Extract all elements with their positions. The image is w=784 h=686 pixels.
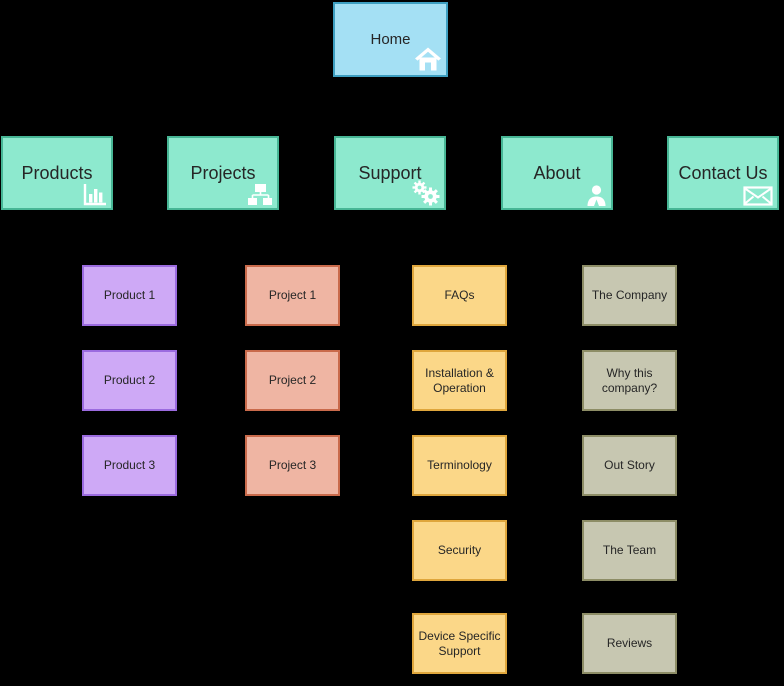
node-products-label: Products [21,162,93,183]
person-icon [587,185,606,206]
node-product-1-label: Product 1 [103,288,156,302]
node-why-this-company-label: Why this company? [601,365,658,395]
node-the-team-label: The Team [602,543,657,557]
node-out-story[interactable]: Out Story [582,435,677,496]
node-device-specific-support-label: Device Specific Support [418,628,501,658]
node-about-label: About [533,162,581,183]
gears-icon [412,180,440,206]
node-security-label: Security [437,543,482,557]
node-projects[interactable]: Projects [167,136,279,210]
node-projects-label: Projects [190,162,256,183]
node-the-company-label: The Company [591,288,668,302]
node-contact-us-label: Contact Us [678,162,768,183]
node-support-label: Support [358,162,422,183]
node-product-3[interactable]: Product 3 [82,435,177,496]
node-contact-us[interactable]: Contact Us [667,136,779,210]
node-terminology-label: Terminology [427,458,492,472]
node-products[interactable]: Products [1,136,113,210]
node-project-2-label: Project 2 [268,373,317,387]
bar-chart-icon [83,184,106,206]
node-faqs-label: FAQs [444,288,475,302]
node-installation-operation[interactable]: Installation & Operation [412,350,507,411]
node-project-3-label: Project 3 [268,458,317,472]
node-the-team[interactable]: The Team [582,520,677,581]
node-security[interactable]: Security [412,520,507,581]
node-reviews[interactable]: Reviews [582,613,677,674]
node-out-story-label: Out Story [604,458,655,472]
node-about[interactable]: About [501,136,613,210]
node-support[interactable]: Support [334,136,446,210]
node-project-2[interactable]: Project 2 [245,350,340,411]
node-faqs[interactable]: FAQs [412,265,507,326]
node-reviews-label: Reviews [606,636,653,650]
node-device-specific-support[interactable]: Device Specific Support [412,613,507,674]
node-project-1[interactable]: Project 1 [245,265,340,326]
envelope-icon [743,186,773,206]
node-project-1-label: Project 1 [268,288,317,302]
node-project-3[interactable]: Project 3 [245,435,340,496]
node-installation-operation-label: Installation & Operation [425,365,494,395]
node-product-3-label: Product 3 [103,458,156,472]
node-home[interactable]: Home [333,2,448,77]
node-product-2-label: Product 2 [103,373,156,387]
sitemap-icon [248,184,272,205]
home-icon [415,47,441,71]
node-terminology[interactable]: Terminology [412,435,507,496]
node-why-this-company[interactable]: Why this company? [582,350,677,411]
node-product-1[interactable]: Product 1 [82,265,177,326]
node-home-label: Home [370,31,411,48]
node-the-company[interactable]: The Company [582,265,677,326]
node-product-2[interactable]: Product 2 [82,350,177,411]
